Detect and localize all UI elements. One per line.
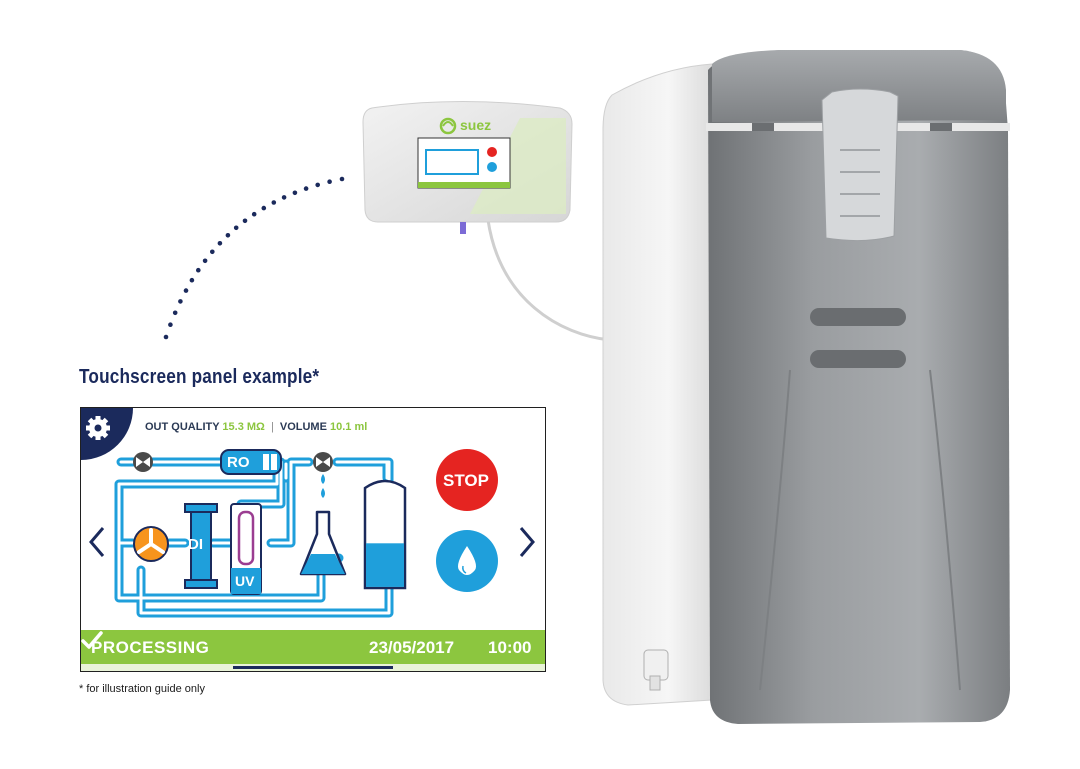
connector-dot [183, 288, 189, 293]
connector-dot [281, 195, 287, 200]
connector-dot [168, 322, 173, 327]
nav-prev-button[interactable] [83, 523, 111, 563]
volume-value: 10.1 ml [329, 421, 368, 433]
chevron-left-icon [89, 527, 105, 557]
storage-tank [363, 479, 407, 590]
connector-dot [178, 299, 183, 304]
quality-value: 15.3 MΩ [222, 421, 265, 433]
footnote: * for illustration guide only [79, 683, 205, 695]
volume-label: VOLUME [279, 421, 327, 433]
settings-gear-icon [86, 416, 110, 440]
dotted-connector [163, 176, 345, 340]
status-bar: PROCESSING 23/05/2017 10:00 [81, 630, 545, 664]
chevron-right-icon [519, 527, 535, 557]
connector-dot [189, 277, 195, 283]
quality-readout: OUT QUALITY 15.3 MΩ | VOLUME 10.1 ml [145, 421, 368, 433]
dispense-valve-icon [313, 452, 333, 498]
connector-dot [261, 205, 267, 211]
page-indicator [81, 664, 545, 671]
settings-button[interactable] [81, 408, 127, 454]
connector-dot [172, 310, 178, 316]
connector-dot [292, 190, 298, 196]
top-lid [712, 50, 1006, 122]
connector-dot [210, 249, 215, 255]
stop-button-shape [436, 449, 498, 511]
connector-dot [242, 218, 248, 224]
panel-caption: Touchscreen panel example* [79, 366, 320, 388]
uv-lamp [230, 503, 262, 595]
connector-dot [196, 267, 201, 273]
connector-dot [163, 334, 169, 340]
flask-icon [299, 510, 347, 576]
nav-next-button[interactable] [515, 523, 543, 563]
status-text: PROCESSING [91, 638, 210, 657]
pump-icon [133, 526, 169, 562]
connector-dot [327, 179, 332, 184]
stop-label: STOP [443, 471, 489, 490]
connector-dot [217, 241, 223, 246]
process-diagram [81, 408, 535, 618]
main-body [708, 50, 1010, 724]
di-label: DI [188, 536, 203, 553]
connector-dot [251, 211, 257, 217]
connector-dot [233, 225, 239, 231]
di-cartridge [184, 503, 218, 589]
dispense-button[interactable] [436, 530, 498, 592]
brand-logo-text: suez [460, 117, 492, 133]
inlet-valve-icon [133, 452, 153, 472]
vent-slot [810, 350, 906, 368]
status-time: 10:00 [488, 638, 532, 657]
connector-dot [303, 186, 309, 191]
connector-dot [339, 176, 345, 182]
connector-dot [271, 200, 277, 205]
uv-label: UV [235, 573, 255, 589]
touchscreen-panel: OUT QUALITY 15.3 MΩ | VOLUME 10.1 ml RO … [80, 407, 546, 672]
connector-dot [315, 182, 320, 188]
suez-logo [439, 117, 457, 135]
check-icon [81, 631, 103, 649]
vent-slot [810, 308, 906, 326]
wall-panel-screen [417, 137, 511, 189]
cable [486, 219, 611, 342]
lid-handle [821, 88, 899, 242]
connector-dot [202, 258, 208, 264]
connector-dot [225, 233, 231, 238]
side-housing [602, 63, 713, 706]
status-date: 23/05/2017 [369, 638, 455, 657]
ro-label: RO [227, 454, 250, 471]
quality-label: OUT QUALITY [145, 421, 220, 433]
